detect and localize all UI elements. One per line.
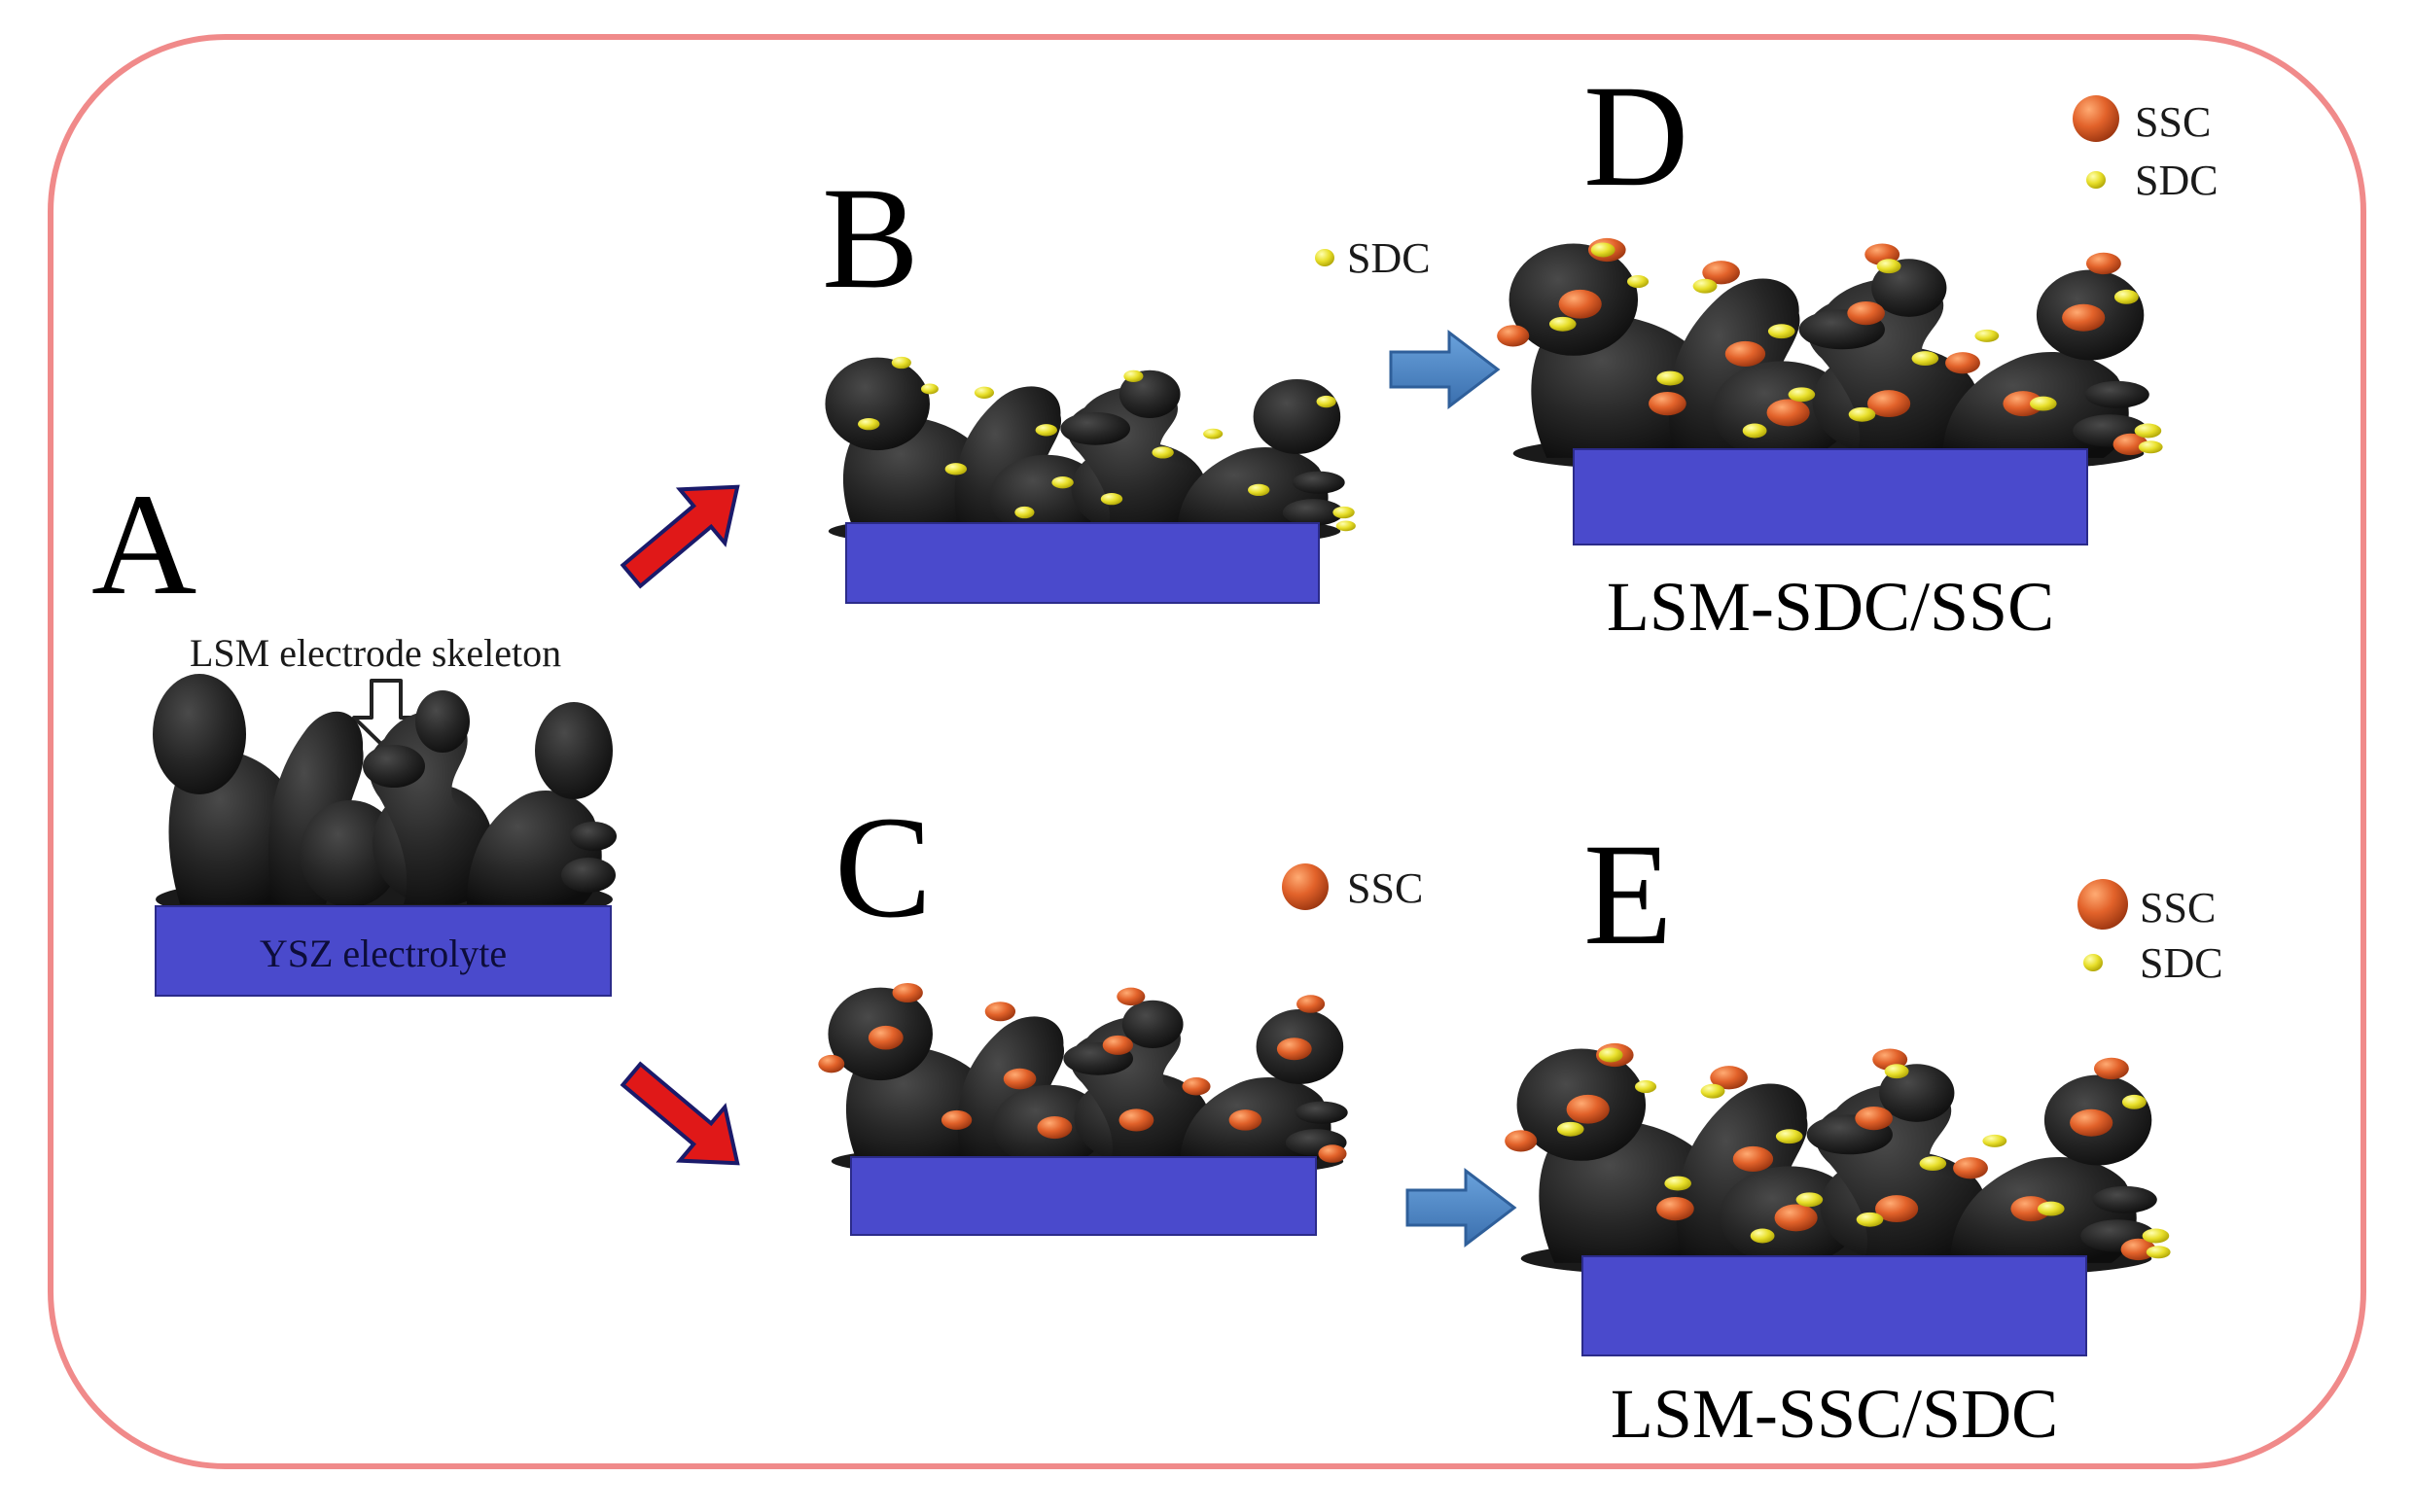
orange-sphere-icon <box>2077 879 2128 930</box>
caption-d: LSM-SDC/SSC <box>1607 568 2054 646</box>
legend-d: SSC SDC <box>2073 95 2219 204</box>
panel-d-letter: D <box>1583 55 1688 217</box>
panel-a: A LSM electrode skeleton YSZ electrolyte <box>91 464 617 997</box>
electrolyte-layer-e <box>1581 1255 2087 1356</box>
ysz-electrolyte-layer: YSZ electrolyte <box>155 905 612 997</box>
orange-sphere-icon <box>1282 863 1329 910</box>
caption-e: LSM-SSC/SDC <box>1611 1375 2058 1453</box>
legend-b: SDC <box>1315 234 1431 282</box>
panel-b: B SDC <box>822 158 1431 604</box>
panel-e-letter: E <box>1583 814 1673 975</box>
electrolyte-layer-b <box>845 522 1320 604</box>
legend-e-sdc: SDC <box>2140 939 2223 987</box>
panel-a-letter: A <box>91 464 196 625</box>
legend-d-sdc: SDC <box>2135 157 2219 204</box>
panel-d: D SSC SDC LSM-SDC/SSC <box>1497 55 2219 646</box>
orange-sphere-icon <box>2073 95 2119 142</box>
legend-c: SSC <box>1282 863 1423 912</box>
panel-e: E SSC SDC LSM-SSC/SDC <box>1505 814 2223 1453</box>
electrolyte-label: YSZ electrolyte <box>260 932 507 975</box>
yellow-dot-icon <box>2083 954 2103 971</box>
skeleton-label: LSM electrode skeleton <box>190 631 561 675</box>
panel-c-letter: C <box>834 787 932 948</box>
panel-c: C SSC <box>818 787 1423 1236</box>
yellow-dot-icon <box>2086 171 2106 189</box>
electrolyte-layer-c <box>850 1156 1317 1236</box>
legend-e: SSC SDC <box>2077 879 2223 987</box>
electrolyte-layer-d <box>1573 448 2088 545</box>
legend-c-ssc: SSC <box>1347 864 1423 912</box>
legend-e-ssc: SSC <box>2140 884 2216 932</box>
panel-b-letter: B <box>822 158 919 319</box>
legend-d-ssc: SSC <box>2135 98 2211 146</box>
legend-b-sdc: SDC <box>1347 234 1431 282</box>
yellow-dot-icon <box>1315 249 1334 266</box>
